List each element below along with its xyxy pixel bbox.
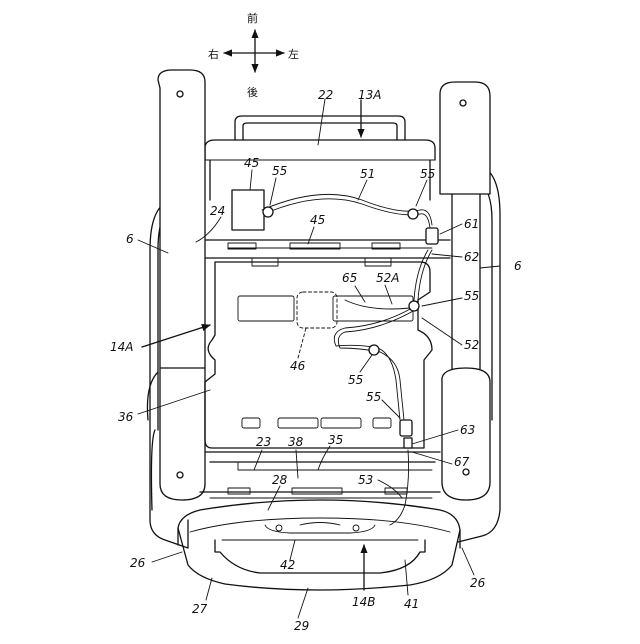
label-55-top-left: 55	[272, 164, 287, 178]
label-55-top-right: 55	[420, 167, 435, 181]
connector-61	[426, 228, 438, 244]
label-26-right: 26	[470, 576, 486, 590]
connector-67	[404, 438, 412, 448]
label-45-top: 45	[244, 156, 259, 170]
label-14b: 14B	[352, 595, 376, 609]
component-45-box	[232, 190, 264, 230]
clip-55	[409, 301, 419, 311]
label-55-right: 55	[464, 289, 479, 303]
label-41: 41	[404, 597, 419, 611]
label-55-lower: 55	[366, 390, 381, 404]
front-cushion-panel	[178, 500, 460, 590]
label-6-left: 6	[126, 232, 134, 246]
direction-left-label: 左	[288, 48, 299, 61]
label-27: 27	[192, 602, 208, 616]
label-35: 35	[328, 433, 343, 447]
label-24: 24	[210, 204, 225, 218]
label-65: 65	[342, 271, 357, 285]
label-51: 51	[360, 167, 375, 181]
label-46: 46	[290, 359, 306, 373]
label-45-pipe: 45	[310, 213, 325, 227]
cushion-pan	[205, 262, 432, 448]
label-42: 42	[280, 558, 295, 572]
label-26-left: 26	[130, 556, 146, 570]
clip-55	[369, 345, 379, 355]
direction-right-label: 右	[208, 47, 219, 61]
rear-frame	[200, 452, 440, 498]
label-6-right: 6	[514, 259, 522, 273]
label-52: 52	[464, 338, 479, 352]
upper-frame	[205, 116, 435, 200]
label-52a: 52A	[376, 271, 399, 285]
label-13a: 13A	[358, 88, 381, 102]
label-67: 67	[454, 455, 470, 469]
connector-63	[400, 420, 412, 436]
direction-front-label: 前	[247, 11, 258, 25]
label-14a: 14A	[110, 340, 133, 354]
component-46-outline	[297, 292, 337, 328]
direction-rear-label: 後	[247, 85, 258, 99]
label-36: 36	[118, 410, 134, 424]
left-side-frame	[147, 70, 205, 500]
label-62: 62	[464, 250, 479, 264]
wire-harness	[262, 194, 438, 525]
label-28: 28	[272, 473, 288, 487]
label-63: 63	[460, 423, 475, 437]
label-23: 23	[256, 435, 271, 449]
label-55-mid: 55	[348, 373, 363, 387]
clip-55	[408, 209, 418, 219]
direction-indicator: 前 後 右 左	[208, 11, 299, 99]
label-38: 38	[288, 435, 304, 449]
label-61: 61	[464, 217, 479, 231]
label-29: 29	[294, 619, 309, 633]
label-22: 22	[318, 88, 333, 102]
clip-55	[263, 207, 273, 217]
label-53: 53	[358, 473, 373, 487]
